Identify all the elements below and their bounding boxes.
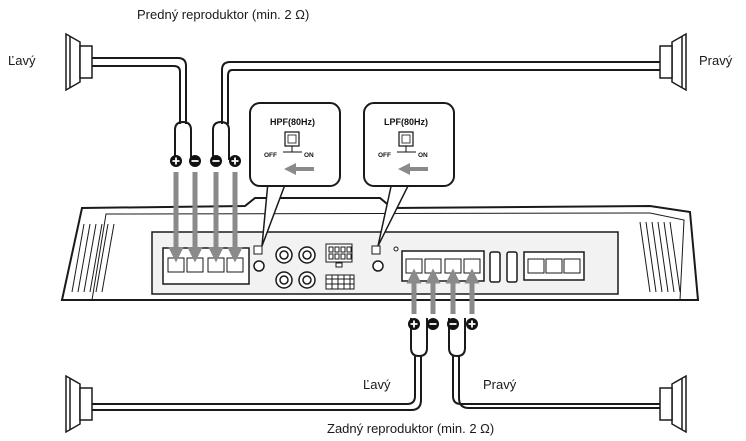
hpf-callout: HPF(80Hz) OFF ON xyxy=(249,102,341,247)
heatsink-fins-left xyxy=(71,223,115,293)
power-connector xyxy=(325,243,355,290)
hpf-switch[interactable] xyxy=(253,245,263,255)
rear-wires xyxy=(92,318,660,411)
rca-inputs xyxy=(275,246,316,289)
front-speaker-title: Predný reproduktor (min. 2 Ω) xyxy=(137,7,310,22)
rear-plus-1-icon xyxy=(408,318,420,330)
heatsink-fins-right xyxy=(639,221,681,293)
speaker-rear-left xyxy=(65,374,93,434)
lpf-knob[interactable] xyxy=(372,260,384,272)
lpf-callout: LPF(80Hz) OFF ON xyxy=(363,102,455,247)
indicator-led xyxy=(393,246,399,252)
lpf-off: OFF xyxy=(378,152,391,159)
front-wires xyxy=(92,57,660,160)
fuse-1 xyxy=(489,251,501,283)
front-right-label: Pravý xyxy=(699,53,733,68)
speaker-front-right xyxy=(659,32,687,92)
hpf-knob[interactable] xyxy=(253,260,265,272)
rear-polarity-symbols xyxy=(408,318,478,330)
front-plus-1-icon xyxy=(170,155,182,167)
rear-right-label: Pravý xyxy=(483,377,517,392)
front-left-label: Ľavý xyxy=(8,53,36,68)
front-arrows xyxy=(168,172,243,263)
lpf-title: LPF(80Hz) xyxy=(384,117,428,127)
rear-left-label: Ľavý xyxy=(363,377,391,392)
hpf-on: ON xyxy=(304,152,314,159)
amplifier xyxy=(60,197,700,301)
rear-minus-2-icon xyxy=(447,318,459,330)
power-terminal-block xyxy=(523,251,585,281)
front-minus-2-icon xyxy=(210,155,222,167)
hpf-off: OFF xyxy=(264,152,277,159)
front-polarity-symbols xyxy=(170,155,241,167)
hpf-title: HPF(80Hz) xyxy=(270,117,315,127)
lpf-on: ON xyxy=(418,152,428,159)
speaker-front-left xyxy=(65,32,93,92)
fuse-2 xyxy=(506,251,518,283)
front-plus-2-icon xyxy=(229,155,241,167)
lpf-switch[interactable] xyxy=(371,245,381,255)
rear-minus-1-icon xyxy=(427,318,439,330)
front-minus-1-icon xyxy=(189,155,201,167)
rear-plus-2-icon xyxy=(466,318,478,330)
rear-arrows xyxy=(406,268,480,314)
speaker-rear-right xyxy=(659,374,687,434)
rear-speaker-title: Zadný reproduktor (min. 2 Ω) xyxy=(327,421,495,436)
